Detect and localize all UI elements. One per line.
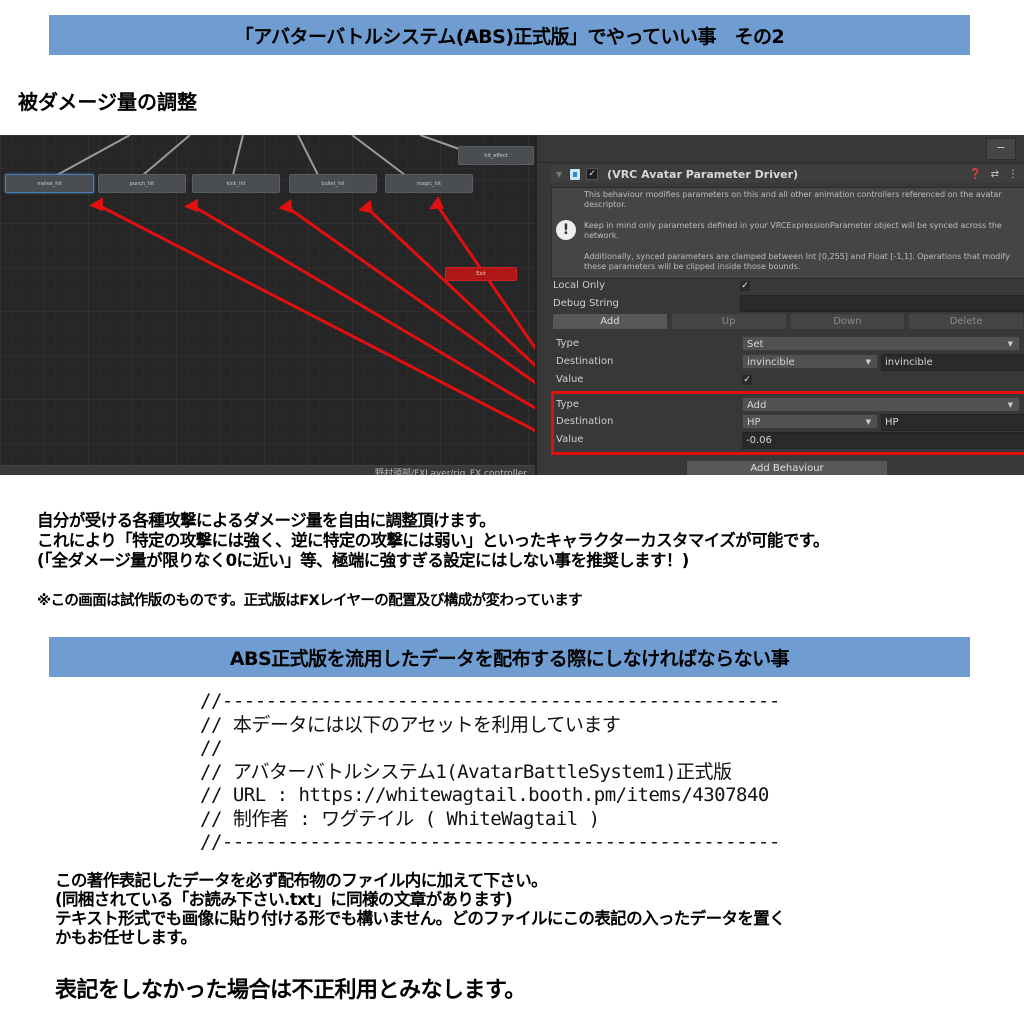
warning-icon: !: [556, 220, 576, 240]
state-node[interactable]: melee_hit: [5, 174, 94, 193]
local-only-label: Local Only: [553, 280, 606, 291]
list-buttons: Add Up Down Delete: [553, 314, 1023, 329]
red-arrows: [89, 196, 535, 433]
distribution-banner: ABS正式版を流用したデータを配布する際にしなければならない事: [49, 637, 970, 677]
component-title: (VRC Avatar Parameter Driver): [607, 167, 799, 181]
foldout-icon[interactable]: ▼: [556, 169, 563, 179]
instruction-line: この著作表記したデータを必ず配布物のファイル内に加えて下さい。: [55, 871, 548, 890]
state-node[interactable]: hit_effect: [458, 146, 534, 165]
script-icon: [570, 168, 581, 180]
description-line: これにより「特定の攻撃には強く、逆に特定の攻撃には弱い」といったキャラクターカス…: [37, 531, 829, 550]
help-text: Keep in mind only parameters defined in …: [584, 221, 1002, 240]
description-line: 自分が受ける各種攻撃によるダメージ量を自由に調整頂けます。: [37, 511, 496, 530]
highlight-box: [551, 391, 1024, 455]
graph-footer: 野村頭部/FXLayer/rig_FX.controller: [0, 465, 535, 475]
state-node[interactable]: bullet_hit: [289, 174, 377, 193]
credit-line: // 本データには以下のアセットを利用しています: [200, 713, 621, 736]
delete-button[interactable]: Delete: [909, 314, 1023, 329]
prototype-note: ※この画面は試作版のものです。正式版はFXレイヤーの配置及び構成が変わっています: [37, 593, 583, 609]
description-line: (「全ダメージ量が限りなく0に近い」等、極端に強すぎる設定にはしない事を推奨しま…: [37, 551, 689, 570]
credit-line: //--------------------------------------…: [200, 690, 780, 712]
destination-dropdown[interactable]: HP▼: [742, 414, 878, 429]
instructions: この著作表記したデータを必ず配布物のファイル内に加えて下さい。 (同梱されている…: [55, 871, 786, 947]
destination-input[interactable]: invincible: [881, 354, 1024, 371]
credit-line: //--------------------------------------…: [200, 831, 780, 853]
section-title: 被ダメージ量の調整: [18, 90, 197, 114]
chevron-down-icon: ▼: [1007, 340, 1013, 348]
unity-screenshot: melee_hit punch_hit kick_hit bullet_hit …: [0, 135, 1024, 475]
transition-lines: [56, 135, 535, 433]
help-text: This behaviour modifies parameters on th…: [584, 190, 1002, 209]
type-dropdown[interactable]: Set▼: [742, 336, 1020, 351]
remove-button[interactable]: −: [986, 138, 1016, 160]
down-button[interactable]: Down: [790, 314, 905, 329]
component-enabled-checkbox[interactable]: ✓: [586, 168, 599, 180]
destination-label: Destination: [556, 356, 614, 367]
component-header[interactable]: ▼ ✓ (VRC Avatar Parameter Driver) ❓ ⇄ ⋮: [550, 165, 1024, 183]
credit-line: //: [200, 737, 222, 759]
type-label: Type: [556, 399, 579, 410]
state-node[interactable]: kick_hit: [192, 174, 280, 193]
chevron-down-icon: ▼: [1007, 401, 1013, 409]
state-node[interactable]: punch_hit: [98, 174, 186, 193]
credit-line: // 制作者 : ワグテイル ( WhiteWagtail ): [200, 807, 600, 830]
add-behaviour-button[interactable]: Add Behaviour: [687, 461, 887, 475]
exit-node[interactable]: Exit: [445, 267, 517, 281]
value-input[interactable]: -0.06: [742, 432, 1024, 449]
title-banner: 「アバターバトルシステム(ABS)正式版」でやっていい事 その2: [49, 15, 970, 55]
destination-input[interactable]: HP: [881, 414, 1024, 431]
help-text: Additionally, synced parameters are clam…: [584, 252, 1010, 271]
debug-string-label: Debug String: [553, 298, 619, 309]
value-checkbox[interactable]: ✓: [742, 375, 752, 385]
value-label: Value: [556, 434, 584, 445]
preset-icon[interactable]: ⇄: [990, 168, 999, 180]
debug-string-input[interactable]: [740, 295, 1024, 312]
banner-title: 「アバターバトルシステム(ABS)正式版」でやっていい事 その2: [234, 25, 785, 48]
credit-line: // URL : https://whitewagtail.booth.pm/i…: [200, 784, 769, 806]
chevron-down-icon: ▼: [865, 358, 871, 366]
help-box: ! This behaviour modifies parameters on …: [551, 187, 1024, 279]
instruction-line: テキスト形式でも画像に貼り付ける形でも構いません。どのファイルにこの表記の入った…: [55, 909, 786, 928]
local-only-checkbox[interactable]: ✓: [740, 281, 750, 291]
add-button[interactable]: Add: [553, 314, 667, 329]
credit-block: //--------------------------------------…: [200, 690, 780, 855]
credit-line: // アバターバトルシステム1(AvatarBattleSystem1)正式版: [200, 760, 732, 783]
type-label: Type: [556, 338, 579, 349]
destination-dropdown[interactable]: invincible▼: [742, 354, 878, 369]
state-node[interactable]: magic_hit: [385, 174, 473, 193]
more-icon[interactable]: ⋮: [1008, 168, 1018, 180]
help-icon[interactable]: ❓: [969, 168, 982, 180]
destination-label: Destination: [556, 416, 614, 427]
inspector-panel: − ▼ ✓ (VRC Avatar Parameter Driver) ❓ ⇄ …: [535, 135, 1024, 475]
chevron-down-icon: ▼: [865, 418, 871, 426]
up-button[interactable]: Up: [671, 314, 786, 329]
controller-path: 野村頭部/FXLayer/rig_FX.controller: [374, 469, 527, 475]
banner-title: ABS正式版を流用したデータを配布する際にしなければならない事: [229, 647, 790, 670]
final-warning: 表記をしなかった場合は不正利用とみなします。: [55, 978, 526, 1003]
animator-graph: melee_hit punch_hit kick_hit bullet_hit …: [0, 135, 535, 475]
instruction-line: (同梱されている「お読み下さい.txt」に同様の文章があります): [55, 890, 513, 909]
value-label: Value: [556, 374, 584, 385]
instruction-line: かもお任せします。: [55, 928, 197, 947]
type-dropdown[interactable]: Add▼: [742, 397, 1020, 412]
